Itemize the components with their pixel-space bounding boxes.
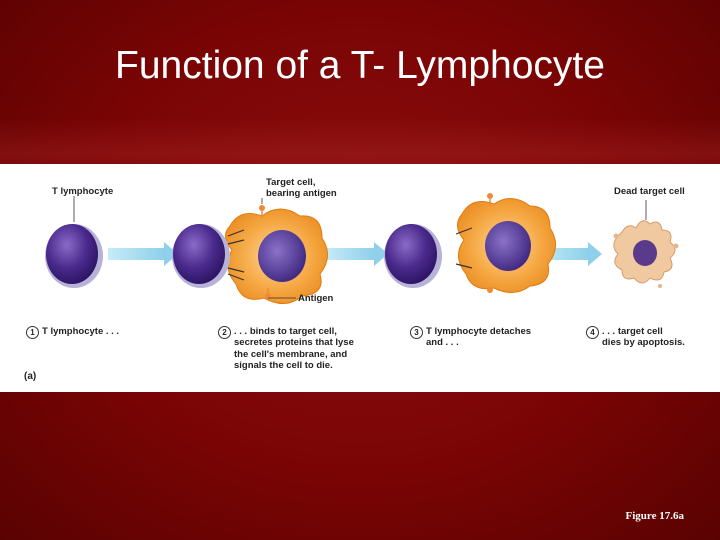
secreted-protein-arrows-3 [455,227,473,269]
process-arrow-1 [108,242,178,266]
target-cell-2 [225,205,328,304]
step-3-text: T lymphocyte detaches and . . . [426,325,532,349]
secreted-protein-arrows [227,229,245,281]
target-cell-label: Target cell, bearing antigen [266,177,337,199]
dead-target-cell-label: Dead target cell [614,186,685,197]
dead-target-cell [613,220,679,288]
t-lymphocyte-cell-2 [172,224,230,288]
step-4-number: 4 [586,325,599,339]
diagram-illustration [45,193,679,304]
step-2-number: 2 [218,325,231,339]
t-lymphocyte-cell-1 [45,224,103,288]
t-lymphocyte-label: T lymphocyte [52,186,114,197]
slide-title: Function of a T- Lymphocyte [115,44,605,87]
figure-reference: Figure 17.6a [625,510,684,522]
process-arrow-2 [326,242,388,266]
step-4: 4. . . target cell dies by apoptosis. [586,314,685,349]
step-3-number: 3 [410,325,423,339]
step-2: 2. . . binds to target cell, secretes pr… [218,314,354,372]
step-4-text: . . . target cell dies by apoptosis. [602,325,685,349]
antigen-label: Antigen [298,293,334,304]
panel-letter: (a) [24,371,37,382]
diagram-panel: T lymphocyte Target cell, bearing antige… [0,164,720,392]
t-lymphocyte-cell-3 [384,224,442,288]
step-2-text: . . . binds to target cell, secretes pro… [234,325,354,372]
step-1-number: 1 [26,325,39,339]
target-cell-3 [457,193,556,293]
step-1-text: T lymphocyte . . . [42,325,120,337]
